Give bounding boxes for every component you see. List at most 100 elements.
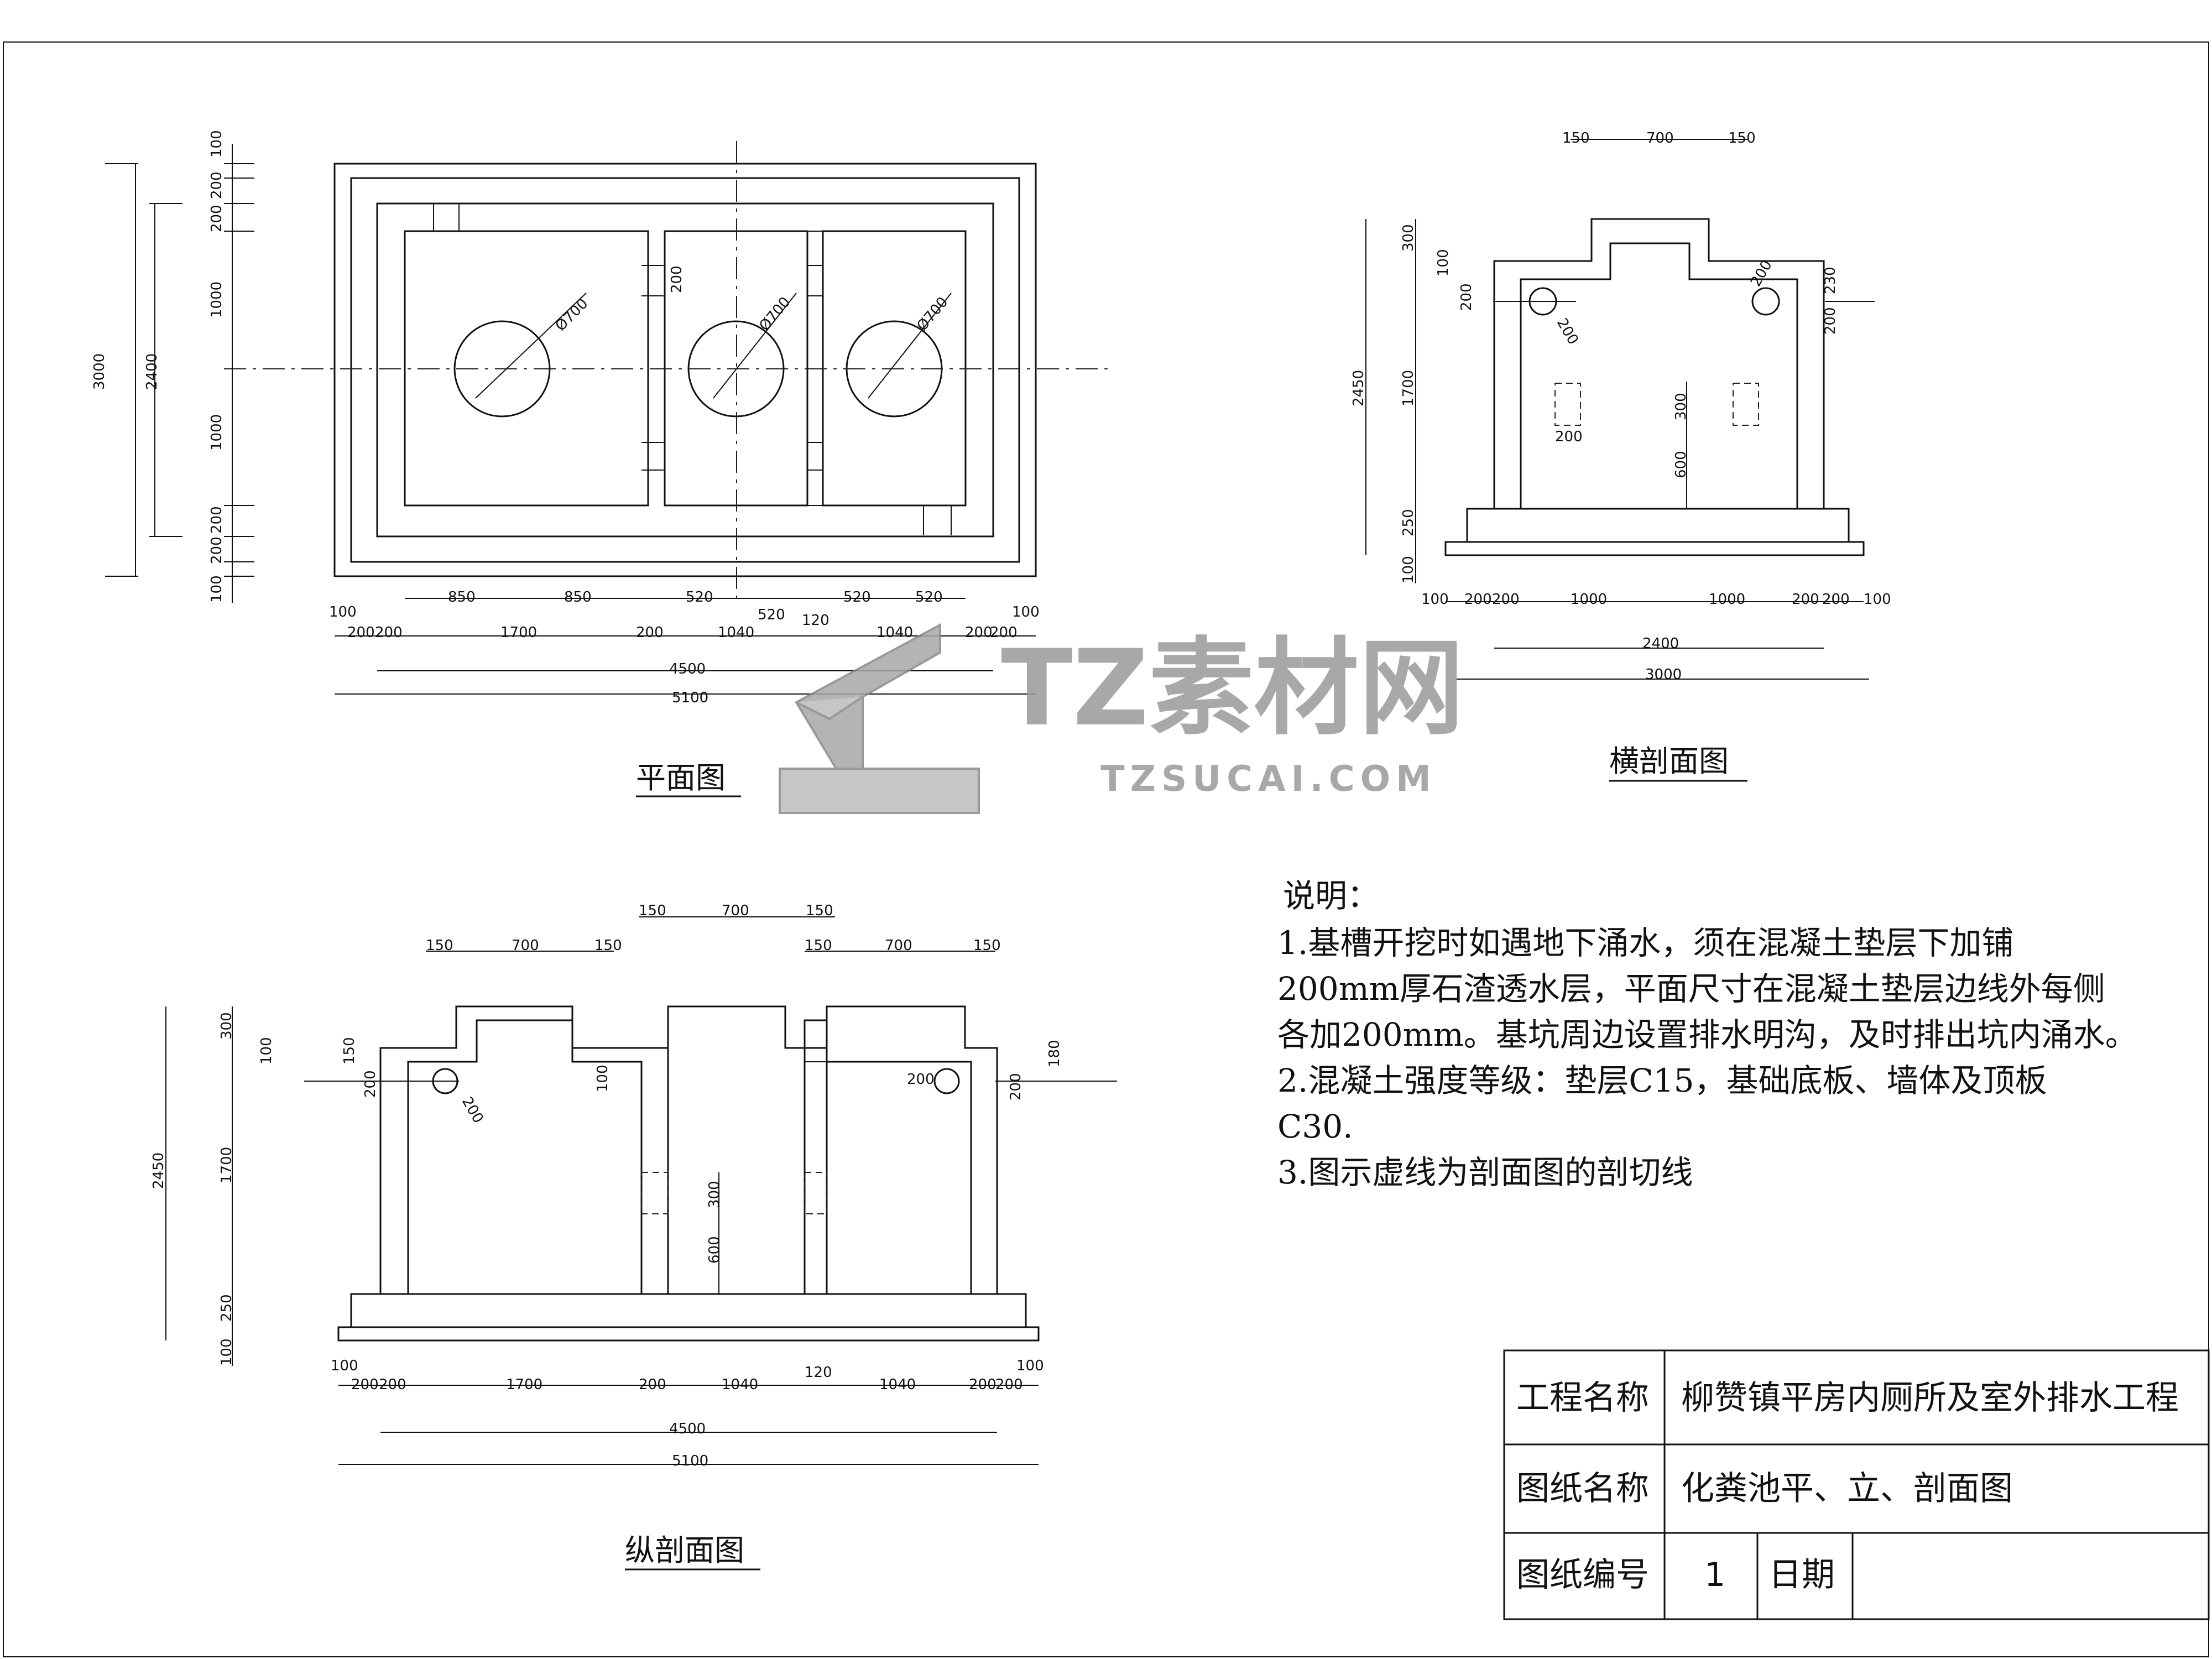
svg-text:250: 250 [218,1294,235,1322]
svg-text:1700: 1700 [500,624,537,641]
svg-text:200: 200 [1492,591,1520,608]
plan-chamber-1 [404,230,649,507]
long-pipe-left-label: 200 [458,1094,487,1126]
svg-text:200: 200 [1464,591,1492,608]
plan-baffle-label: 200 [669,265,685,293]
svg-text:200: 200 [969,1376,997,1393]
svg-text:1700: 1700 [1400,370,1417,406]
svg-text:850: 850 [564,589,592,606]
svg-text:700: 700 [722,902,749,919]
notes-line-4: 2.混凝土强度等级：垫层C15，基础底板、墙体及顶板 [1277,1062,2047,1099]
plan-dia-label-3: Ø700 [914,294,951,335]
plan-foundation-rect [350,177,1020,563]
svg-text:100: 100 [1016,1358,1044,1374]
svg-text:150: 150 [806,902,833,919]
plan-left-3000: 3000 [91,353,108,390]
plan-left-2400: 2400 [144,353,160,390]
svg-text:3000: 3000 [1645,666,1682,683]
svg-text:200: 200 [1008,1073,1024,1100]
svg-text:1000: 1000 [208,414,225,451]
cross-cushion [1444,541,1865,556]
sheet-border [3,41,2209,1657]
svg-text:520: 520 [843,589,871,606]
svg-text:100: 100 [208,575,225,603]
svg-text:200: 200 [208,506,225,534]
svg-text:1000: 1000 [1709,591,1745,608]
cross-vent-label: 200 [1555,429,1583,445]
svg-text:230: 230 [1822,267,1839,294]
cross-pipe-right [1751,287,1780,316]
long-total-h: 2450 [150,1152,167,1189]
plan-dia-label-2: Ø700 [756,294,794,335]
long-pipe-right [933,1068,960,1094]
tb-drawing-value: 化粪池平、立、剖面图 [1681,1469,2013,1508]
svg-text:200: 200 [1792,591,1819,608]
cross-pipe-left-label: 200 [1553,316,1582,348]
svg-text:520: 520 [915,589,943,606]
svg-text:200: 200 [208,536,225,564]
svg-text:2400: 2400 [1642,635,1679,652]
long-outer-wall [379,1005,998,1294]
svg-text:120: 120 [805,1364,832,1381]
svg-text:200: 200 [379,1376,406,1393]
svg-text:100: 100 [218,1338,235,1366]
svg-text:100: 100 [1864,591,1891,608]
svg-text:200: 200 [375,624,403,641]
svg-text:150: 150 [639,902,666,919]
notes-line-6: 3.图示虚线为剖面图的剖切线 [1277,1154,1693,1191]
svg-text:1000: 1000 [1571,591,1607,608]
plan-title: 平面图 [636,760,726,795]
plan-dia-label-1: Ø700 [552,295,592,335]
cross-inner-wall [1520,242,1798,509]
notes-heading: 说明： [1283,877,1379,915]
svg-text:850: 850 [448,589,476,606]
long-h600: 600 [706,1236,723,1264]
svg-text:100: 100 [1400,556,1417,583]
plan-total-4500: 4500 [669,661,706,677]
cross-base-slab [1466,508,1850,543]
svg-text:1040: 1040 [879,1376,916,1393]
svg-text:250: 250 [1400,509,1417,536]
svg-text:200: 200 [351,1376,379,1393]
svg-text:520: 520 [758,607,785,623]
cross-opening-right [1733,383,1759,426]
svg-text:1700: 1700 [218,1147,235,1183]
notes-line-1: 1.基槽开挖时如遇地下涌水，须在混凝土垫层下加铺 [1277,924,2013,962]
notes-line-2: 200mm厚石渣透水层，平面尺寸在混凝土垫层边线外每侧 [1277,970,2105,1008]
watermark-brand: TZ素材网 [1001,627,1464,749]
tb-project-value: 柳赞镇平房内厕所及室外排水工程 [1681,1379,2179,1417]
svg-text:200: 200 [1458,283,1475,311]
svg-text:300: 300 [218,1012,235,1040]
svg-text:150: 150 [594,937,622,954]
cross-section-view: 300 600 200 200 200 150 700 150 2450 300… [1350,130,1891,782]
svg-text:1040: 1040 [877,624,913,641]
svg-text:200: 200 [208,205,225,232]
svg-text:200: 200 [362,1070,379,1098]
svg-text:100: 100 [1435,249,1452,276]
svg-text:120: 120 [802,612,830,629]
svg-text:200: 200 [1822,591,1850,608]
cross-h300: 300 [1673,393,1689,420]
svg-text:100: 100 [208,130,225,158]
svg-text:100: 100 [594,1065,611,1092]
plan-interior-dims: 850 850 520 520 520 520 [448,589,943,623]
long-section-view: 300 600 200 200 100 150 700 150 150 700 … [150,902,1117,1571]
svg-text:200: 200 [208,171,225,199]
svg-text:700: 700 [512,937,539,954]
svg-text:100: 100 [1012,604,1040,620]
svg-text:200: 200 [639,1376,666,1393]
svg-text:700: 700 [885,937,912,954]
plan-left-small-dims: 100 200 200 1000 1000 200 200 100 [208,130,225,603]
svg-text:200: 200 [1822,307,1839,335]
svg-text:150: 150 [341,1037,358,1065]
svg-text:150: 150 [805,937,832,954]
long-h300: 300 [706,1181,723,1208]
cross-title: 横剖面图 [1609,744,1729,779]
svg-text:200: 200 [965,624,993,641]
svg-text:150: 150 [426,937,453,954]
svg-text:100: 100 [329,604,357,620]
watermark-url: TZSUCAI.COM [1100,759,1437,800]
svg-text:180: 180 [1046,1040,1063,1067]
